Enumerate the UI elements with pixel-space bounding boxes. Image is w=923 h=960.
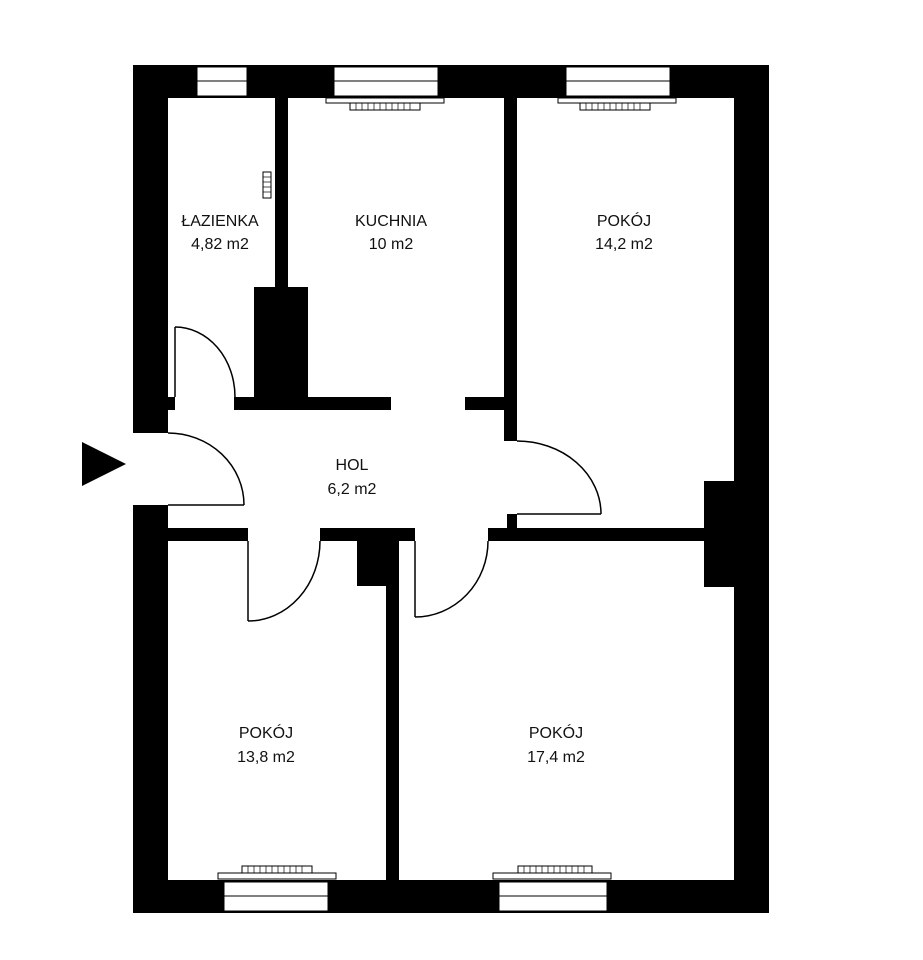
- radiator-fins: [247, 103, 641, 873]
- windows-top: [196, 66, 671, 97]
- room-name-bathroom: ŁAZIENKA: [181, 213, 259, 230]
- room-area-hall: 6,2 m2: [328, 481, 377, 498]
- room-area-room-se: 17,4 m2: [527, 749, 585, 766]
- room-name-kitchen: KUCHNIA: [355, 213, 427, 230]
- room-name-room-sw: POKÓJ: [239, 723, 293, 742]
- windows-bottom: [223, 881, 608, 912]
- entrance-arrow-icon: [82, 442, 126, 486]
- interior-walls: [168, 98, 734, 880]
- outer-walls: [133, 65, 769, 913]
- room-name-hall: HOL: [336, 457, 369, 474]
- room-name-room-se: POKÓJ: [529, 723, 583, 742]
- room-area-bathroom: 4,82 m2: [191, 236, 249, 253]
- room-area-kitchen: 10 m2: [369, 236, 414, 253]
- room-area-room-ne: 14,2 m2: [595, 236, 653, 253]
- room-area-room-sw: 13,8 m2: [237, 749, 295, 766]
- radiators: [217, 97, 677, 880]
- room-name-room-ne: POKÓJ: [597, 211, 651, 230]
- door-swings: [167, 326, 602, 622]
